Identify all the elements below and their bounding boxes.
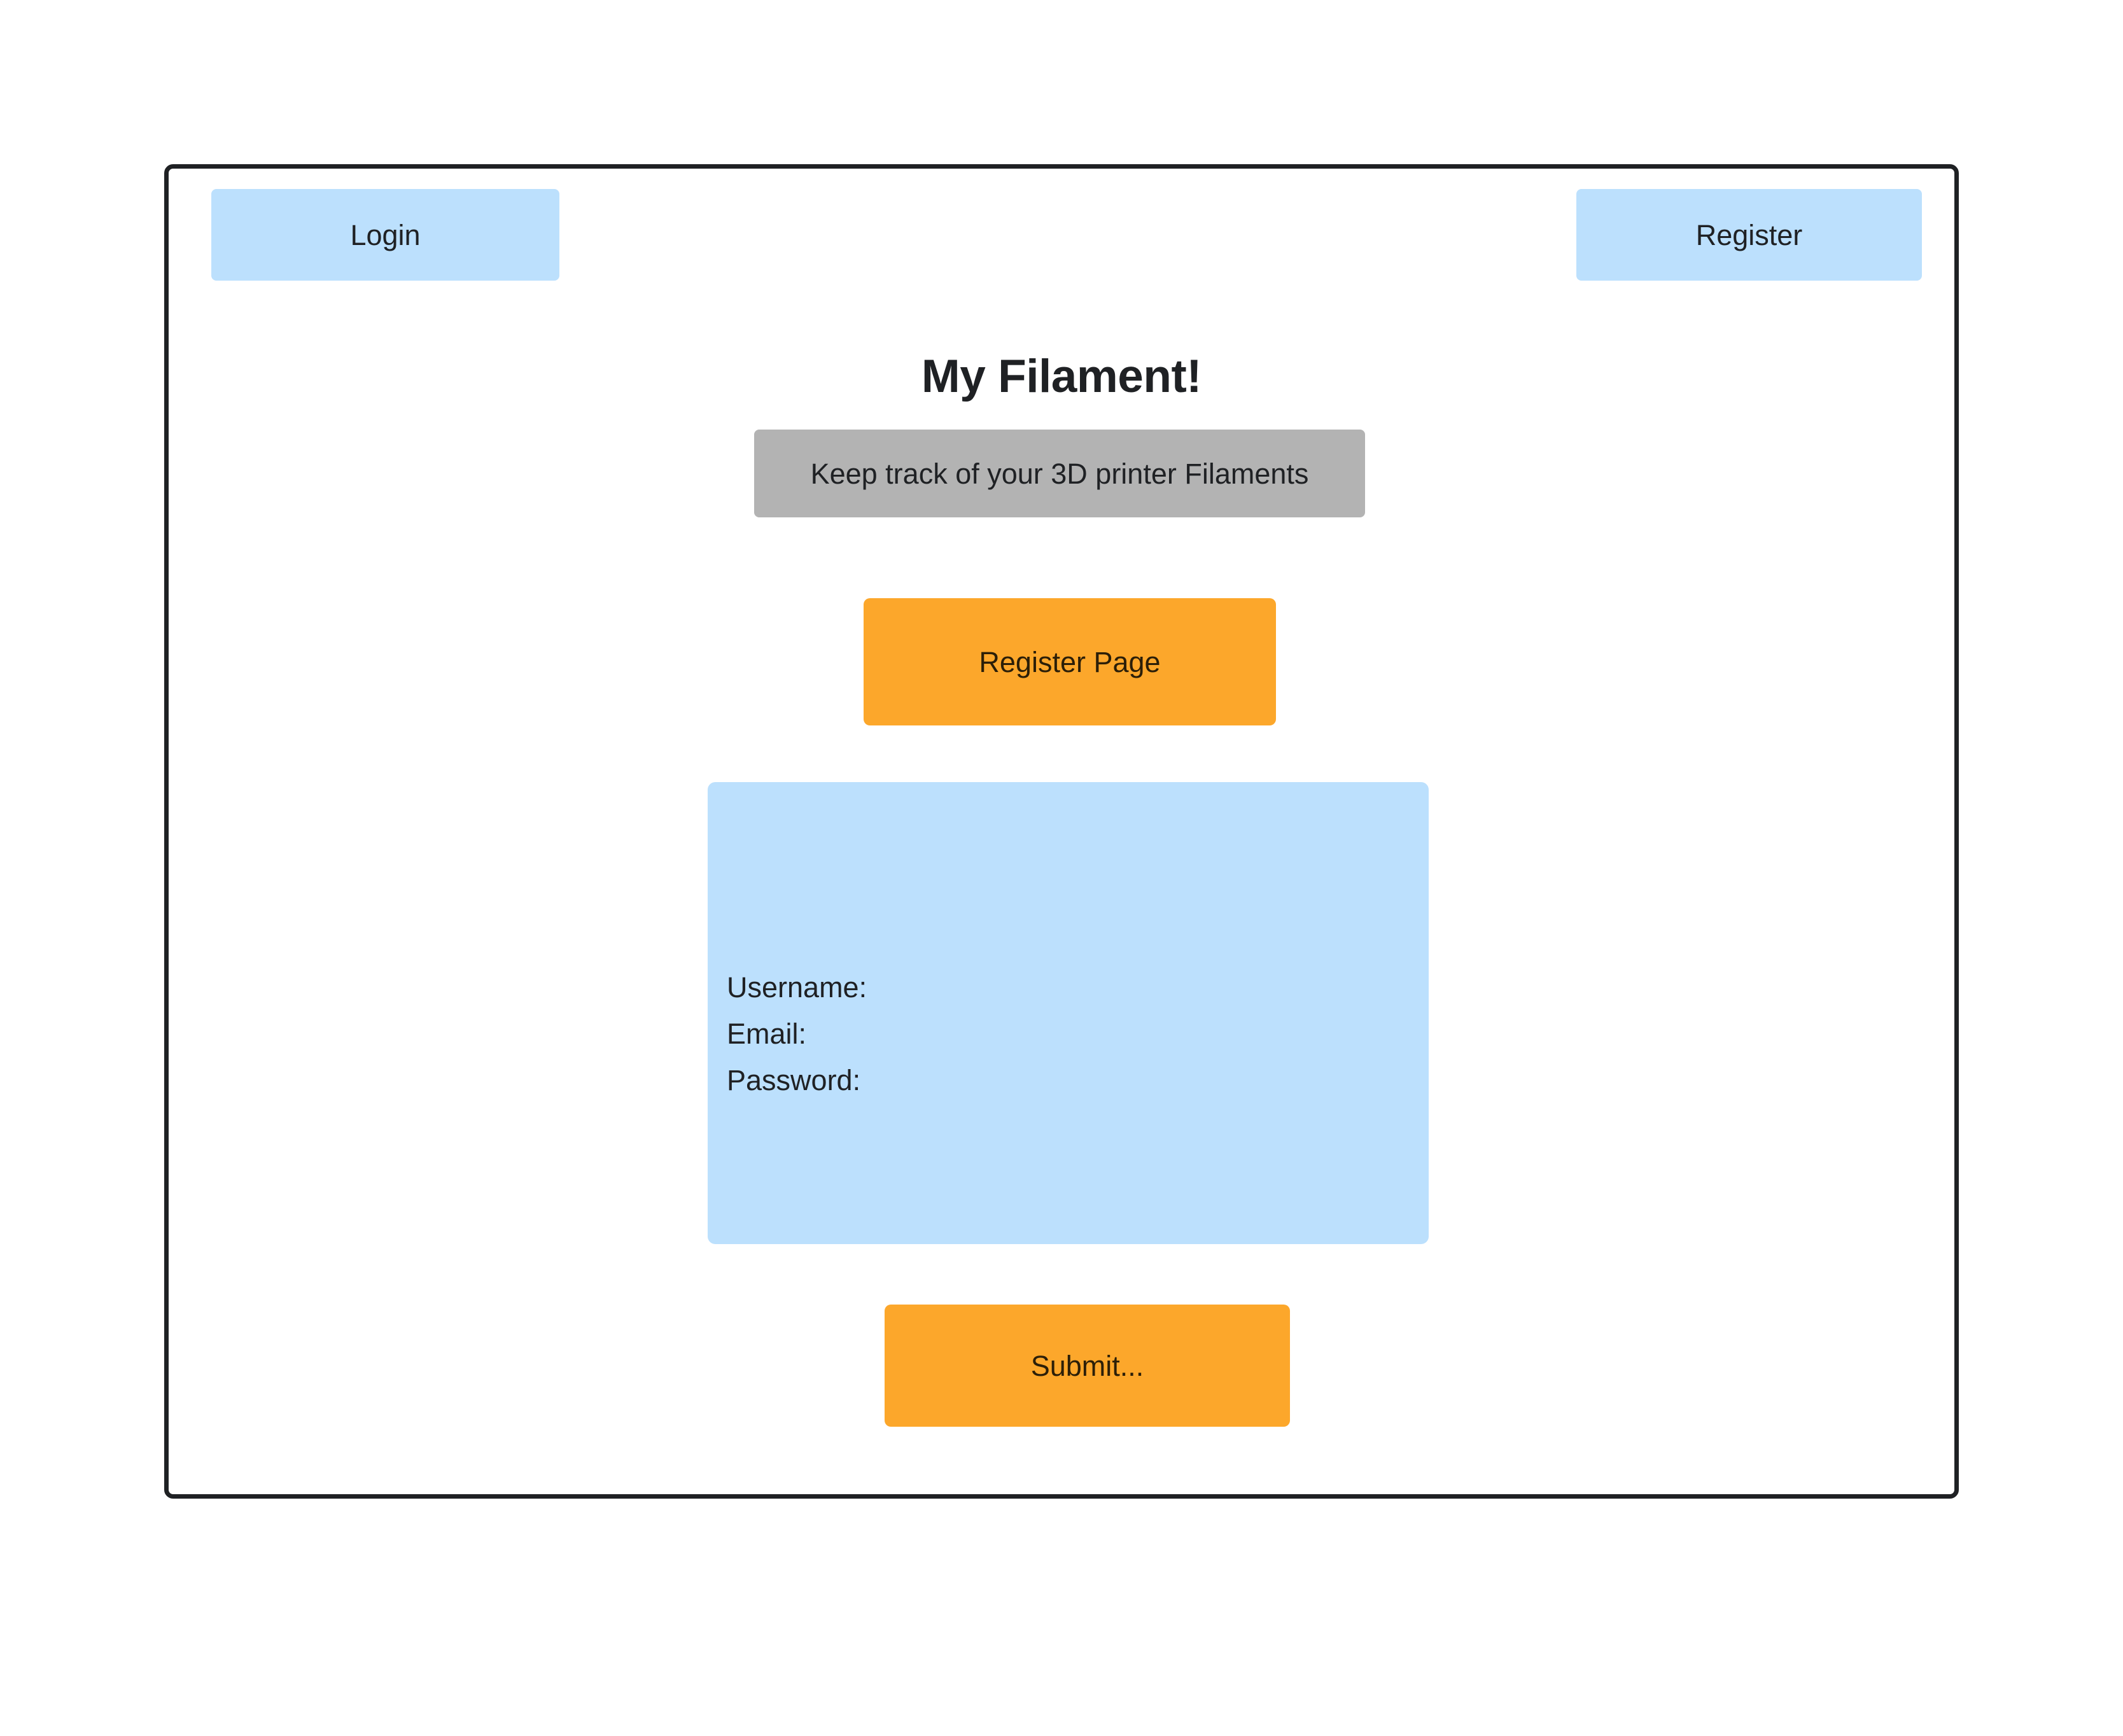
email-field-label: Email: <box>727 1018 807 1050</box>
username-field-label: Username: <box>727 971 867 1004</box>
form-field-list: Username: Email: Password: <box>727 964 1172 1103</box>
submit-button[interactable]: Submit... <box>885 1305 1290 1427</box>
app-window-frame: Login Register My Filament! Keep track o… <box>164 164 1959 1499</box>
nav-register-button[interactable]: Register <box>1576 189 1922 281</box>
tagline-banner: Keep track of your 3D printer Filaments <box>754 430 1365 517</box>
register-page-button[interactable]: Register Page <box>864 598 1276 725</box>
nav-login-button[interactable]: Login <box>211 189 559 281</box>
registration-form-panel: Username: Email: Password: <box>708 782 1429 1244</box>
password-field-label: Password: <box>727 1064 861 1096</box>
page-title: My Filament! <box>921 350 1202 402</box>
